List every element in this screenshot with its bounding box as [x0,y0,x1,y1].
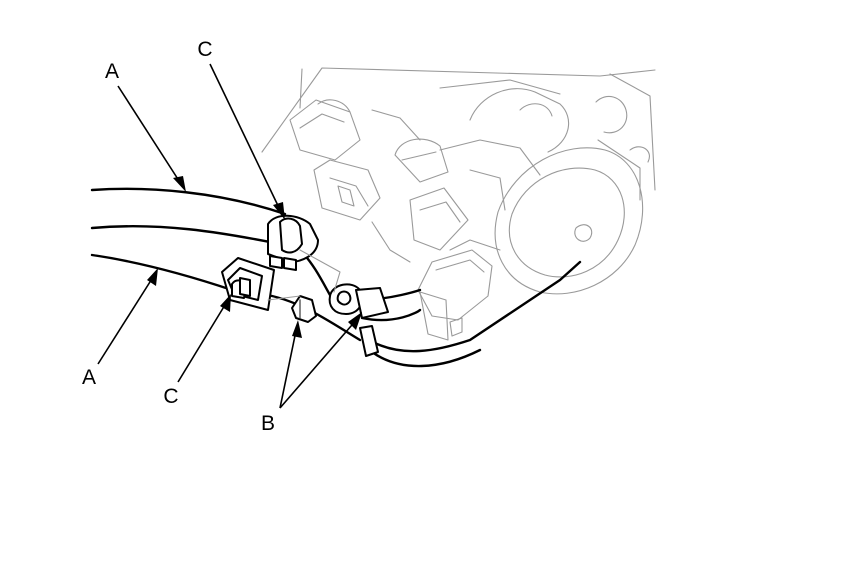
leader-lines [97,63,362,409]
engine-assembly-outline [261,67,656,341]
hose-clamp-c-top [267,214,319,271]
callout-label-b: B [261,412,275,435]
hose-a-assembly [90,187,582,368]
fitting-b-right [328,283,389,357]
callout-label-a-top: A [105,60,119,83]
hose-clamp-c-bottom [221,257,275,311]
callout-label-c-top: C [197,38,212,61]
fitting-b-left [291,295,317,323]
callout-label-a-bottom: A [82,366,96,389]
callout-label-c-bottom: C [163,385,178,408]
